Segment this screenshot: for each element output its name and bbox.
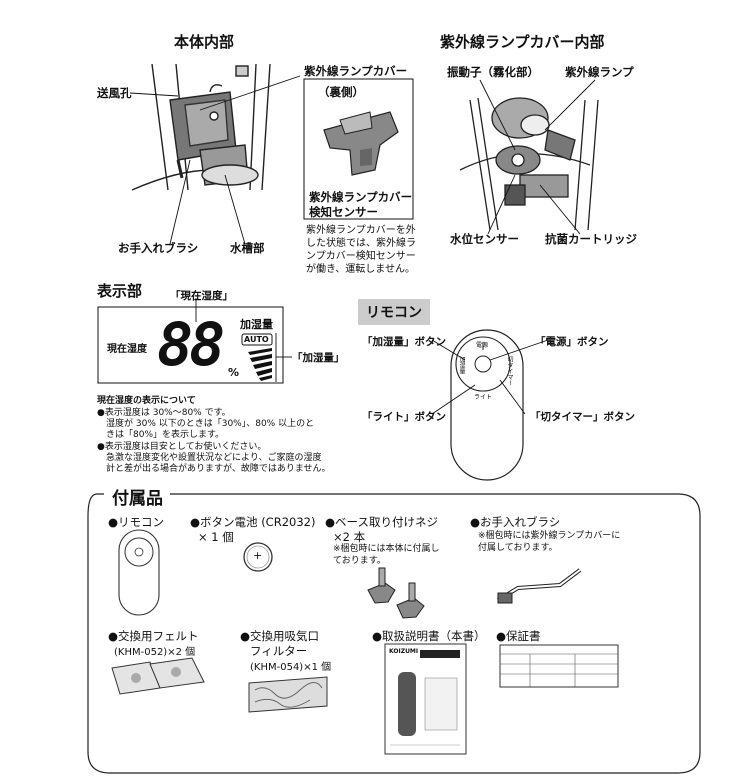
- remote-timer-text: 切タイマー: [506, 356, 513, 386]
- accessory-screw-qty: ×2 本: [333, 530, 366, 544]
- humidify-level-bars: [248, 348, 272, 381]
- humidify-amount-callout: 「加湿量」: [292, 352, 345, 364]
- cleaning-brush-label: お手入れブラシ: [118, 241, 199, 255]
- remote-section-title: リモコン: [358, 299, 430, 325]
- accessory-warranty-label: ●保証書: [496, 629, 541, 643]
- accessory-brush-illustration: [496, 568, 582, 604]
- display-note2-line1: ●表示湿度は目安としてお使いください。: [97, 442, 267, 452]
- accessory-screws-illustration: [367, 567, 425, 619]
- uv-leader-lines: [479, 79, 596, 235]
- remote-humid-text: 加湿量: [458, 356, 465, 374]
- display-panel: [97, 298, 292, 384]
- auto-badge: AUTO: [244, 335, 269, 344]
- body-leader-lines: [129, 75, 301, 245]
- uv-cover-back-box: [303, 78, 414, 220]
- accessory-felt-qty: (KHM-052)×2 個: [114, 647, 196, 658]
- uv-lamp-label: 紫外線ランプ: [565, 65, 634, 79]
- uv-section-title: 紫外線ランプカバー内部: [440, 33, 605, 51]
- accessory-manual-illustration: [384, 643, 467, 755]
- back-side-label: （裏側）: [318, 85, 364, 99]
- accessory-battery-qty: × 1 個: [198, 530, 234, 544]
- accessory-brush-note: ※梱包時には紫外線ランプカバーに付属しております。: [478, 531, 621, 553]
- accessory-filter-label-1: ●交換用吸気口: [240, 629, 320, 643]
- accessory-screw-note: ※梱包時には本体に付属しております。: [333, 544, 440, 566]
- cover-sensor-label: 紫外線ランプカバー検知センサー: [309, 190, 413, 219]
- display-section-title: 表示部: [97, 282, 143, 300]
- display-note1-line3: きは「80%」を表示します。: [106, 430, 225, 440]
- humidify-button-label: 「加湿量」ボタン: [362, 336, 446, 348]
- accessory-warranty-illustration: [499, 644, 619, 688]
- remote-power-text: 電源: [476, 342, 489, 349]
- accessory-filter-qty: (KHM-054)×1 個: [250, 662, 332, 673]
- power-button-label: 「電源」ボタン: [535, 336, 609, 348]
- uv-cover-label: 紫外線ランプカバー: [304, 64, 408, 78]
- accessory-brush-label: ●お手入れブラシ: [470, 515, 561, 529]
- uv-interior-illustration: [459, 97, 599, 231]
- battery-plus-mark: +: [253, 549, 263, 562]
- body-interior-illustration: [131, 63, 280, 194]
- accessory-felt-label: ●交換用フェルト: [108, 629, 199, 643]
- timer-button-label: 「切タイマー」ボタン: [530, 411, 635, 423]
- accessory-filter-label-2: フィルター: [250, 644, 308, 658]
- manual-brand: KOIZUMI: [389, 648, 419, 655]
- display-note1-line2: 湿度が 30% 以下のときは「30%」、80% 以上のと: [106, 419, 315, 429]
- humidity-digits: 88: [157, 310, 225, 380]
- accessory-felt-illustration: [111, 657, 205, 695]
- display-note1-line1: ●表示湿度は 30%～80% です。: [97, 408, 231, 418]
- remote-light-text: ライト: [474, 394, 493, 401]
- accessory-remote-illustration: [118, 529, 160, 616]
- current-humidity-label: 現在湿度: [107, 344, 147, 355]
- accessory-screw-label: ●ベース取り付けネジ: [325, 515, 438, 529]
- remote-illustration: [431, 329, 549, 481]
- air-hole-label: 送風孔: [97, 86, 132, 100]
- water-sensor-label: 水位センサー: [450, 232, 519, 246]
- light-button-label: 「ライト」ボタン: [362, 411, 446, 423]
- vibrator-label: 振動子（霧化部）: [447, 65, 539, 79]
- cover-removal-note: 紫外線ランプカバーを外した状態では、紫外線ランプカバー検知センサーが働き、運転し…: [306, 225, 416, 275]
- water-tank-label: 水槽部: [230, 241, 265, 255]
- display-note2-line2: 急激な湿度変化や設置状況などにより、ご家庭の湿度: [106, 453, 322, 463]
- accessory-battery-label: ●ボタン電池 (CR2032): [190, 515, 316, 529]
- accessories-frame: [87, 493, 701, 774]
- humidify-amount-label: 加湿量: [240, 318, 273, 331]
- accessory-remote-label: ●リモコン: [108, 515, 165, 529]
- accessory-manual-label: ●取扱説明書（本書）: [372, 629, 486, 643]
- accessory-battery-illustration: [243, 542, 273, 572]
- accessory-filter-illustration: [248, 676, 328, 713]
- current-humidity-callout: 「現在湿度」: [170, 290, 233, 302]
- display-note2-line3: 計と差が出る場合がありますが、故障ではありません。: [106, 464, 331, 474]
- accessories-title: 付属品: [108, 484, 167, 509]
- display-notes-title: 現在湿度の表示について: [97, 396, 196, 406]
- body-section-title: 本体内部: [174, 33, 235, 51]
- antibacterial-cartridge-label: 抗菌カートリッジ: [545, 232, 637, 246]
- percent-sign: %: [228, 366, 240, 379]
